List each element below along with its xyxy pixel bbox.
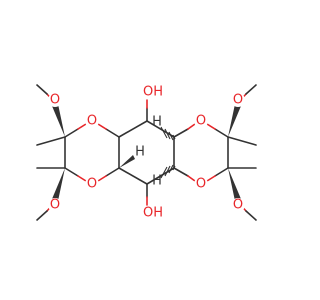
bond-c3-o4-a (64, 167, 79, 177)
atom-hydroxyl-bottom: OH (143, 206, 163, 221)
atom-o-methoxy-left-bottom: O (50, 198, 60, 213)
atom-o-methoxy-right-bottom: O (233, 198, 243, 213)
wedge-c3r-ome (228, 168, 241, 201)
atom-labels: O O O O O O O O OH OH H H H (48, 84, 245, 221)
bond-c2-methyl (36, 136, 66, 146)
atom-o-methoxy-left-top: O (50, 93, 60, 108)
bond-c7-c8 (146, 167, 175, 185)
bond-c8-c8a (118, 167, 148, 185)
bond-c2-o1-b (77, 123, 87, 130)
stereo-wedges (52, 104, 241, 201)
bond-ome-rb-b (245, 210, 257, 221)
wedge-c3-ome (52, 168, 65, 201)
hash-c7-h (160, 164, 176, 179)
atom-h-stereo-bottom-right: H (152, 174, 162, 189)
bond-c4a-o1-b (97, 123, 107, 130)
bond-c3r-o-a (214, 167, 229, 177)
bond-c6-o-a (173, 128, 189, 138)
bond-c2r-methyl (227, 136, 257, 146)
bond-c2-o1-a (64, 128, 79, 138)
bond-c2r-o-b (206, 123, 216, 130)
bond-ome-lt-b (36, 84, 48, 95)
atom-o-ring-left-bottom: O (87, 177, 97, 192)
atom-o-ring-right-bottom: O (196, 177, 206, 192)
bond-ome-rt-b (245, 84, 257, 95)
bond-c4a-c5 (118, 120, 148, 138)
bond-c8a-o4-a (105, 167, 120, 177)
atom-o-ring-left-top: O (87, 114, 97, 129)
bond-c3-o4-b (77, 175, 87, 182)
atom-o-methoxy-right-top: O (233, 93, 243, 108)
bond-c4a-o1-a (105, 128, 120, 138)
bond-ome-lb-b (36, 210, 48, 221)
bond-c8a-o4-b (97, 175, 107, 182)
atom-o-ring-right-top: O (196, 114, 206, 129)
bond-c7-o-b (187, 175, 196, 182)
wedge-c2-ome (52, 104, 65, 137)
hash-c6-h (160, 126, 176, 141)
stereo-hashes (160, 126, 176, 179)
carbon-bonds (36, 120, 257, 185)
bond-c5-c6 (146, 120, 175, 138)
oxygen-bonds (36, 84, 257, 221)
molecule-structure-diagram: O O O O O O O O OH OH H H H (36, 84, 257, 221)
atom-hydroxyl-top: OH (143, 85, 163, 100)
wedge-c2r-ome (228, 104, 241, 137)
atom-h-stereo-bottom-left: H (135, 145, 145, 160)
atom-h-stereo-top: H (152, 115, 162, 130)
bond-c7-o-a (173, 167, 189, 177)
wedge-c8a-h (119, 155, 135, 168)
bond-c2r-o-a (214, 128, 229, 138)
bond-c6-o-b (187, 123, 196, 130)
bond-c3r-o-b (206, 175, 216, 182)
